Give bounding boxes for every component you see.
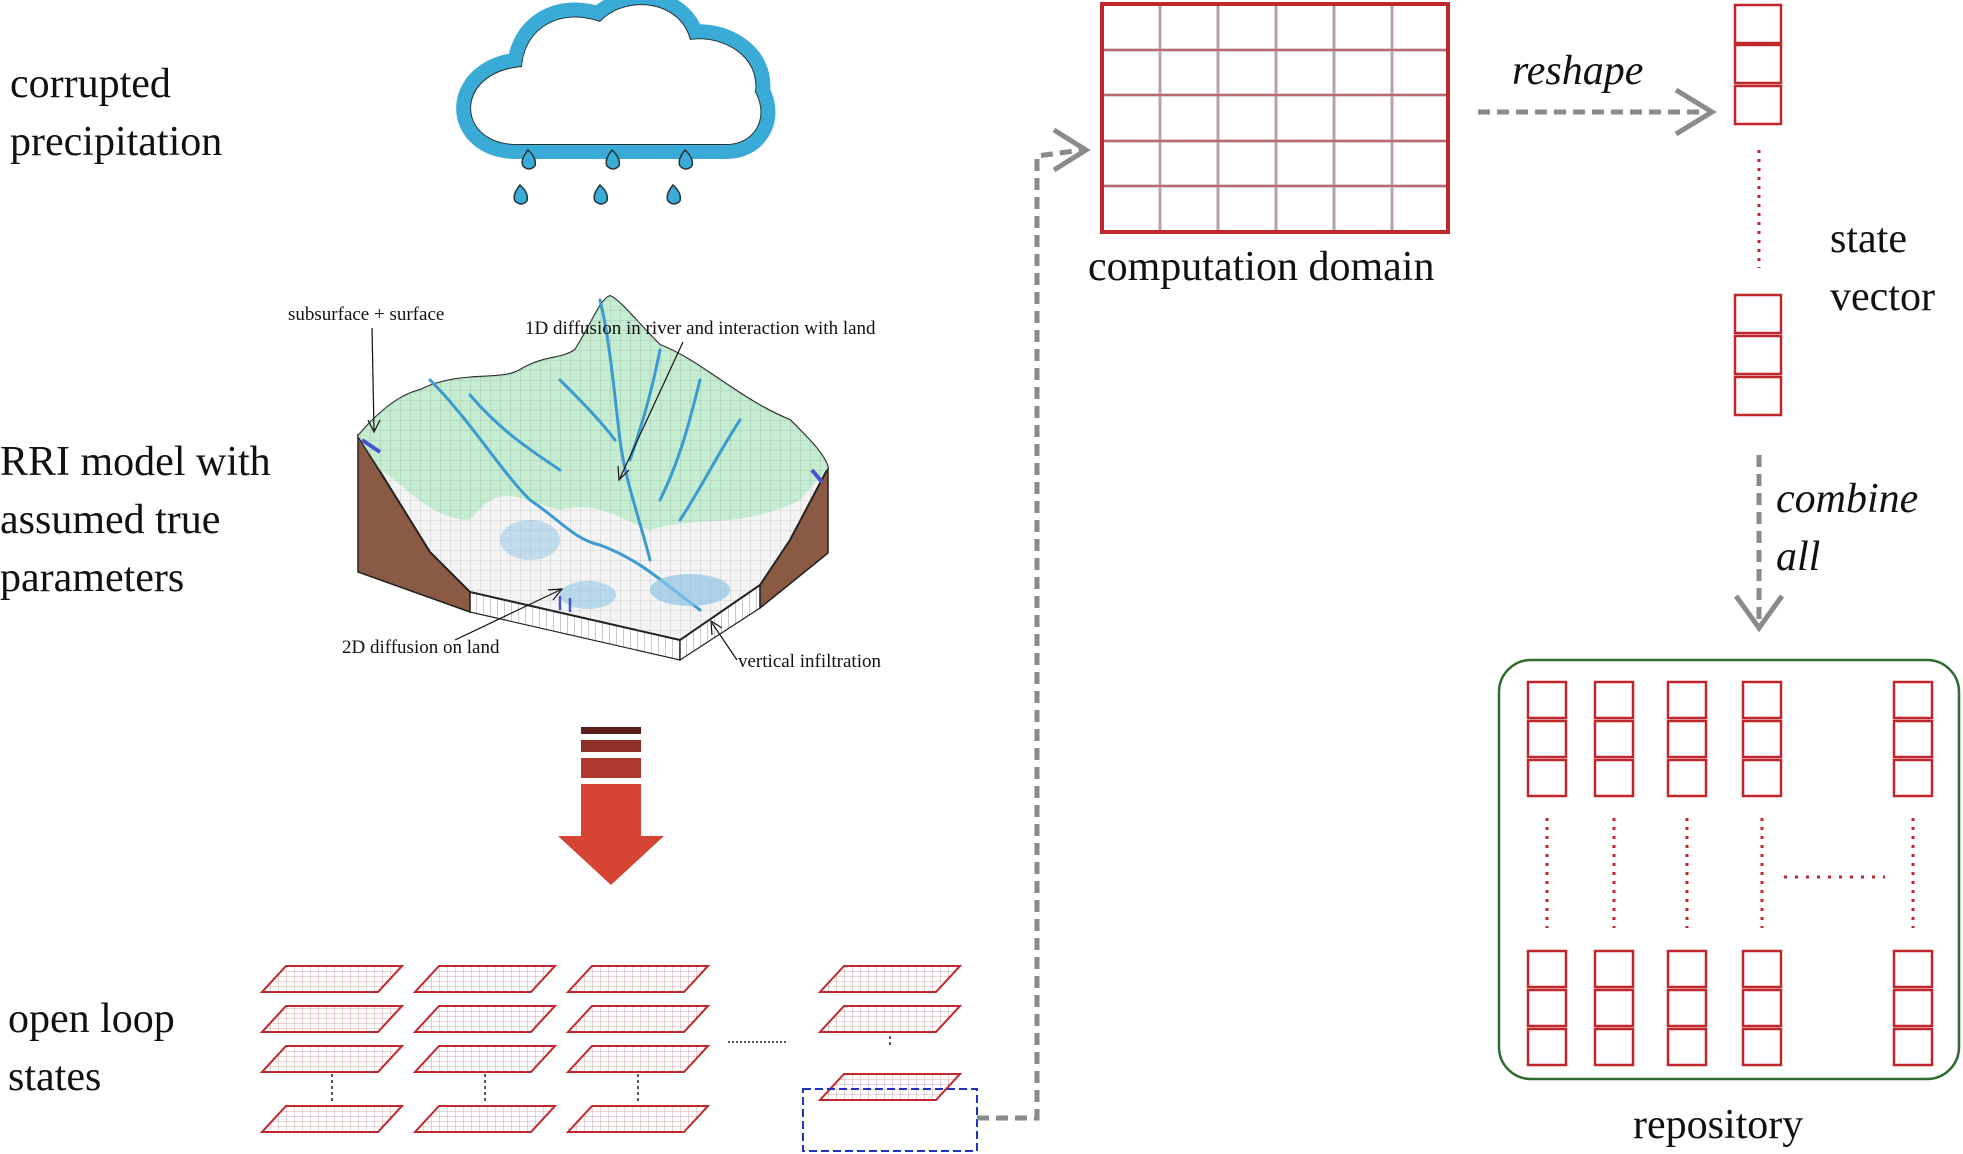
precip-label: corrupted precipitation — [10, 61, 222, 165]
combine-label: combine all — [1776, 476, 1918, 580]
svg-text:open loop: open loop — [8, 996, 175, 1042]
svg-text:state: state — [1830, 216, 1907, 262]
state-stack-1 — [259, 965, 405, 1133]
state-stack-4 — [817, 965, 963, 1101]
reshape-arrow — [1478, 87, 1717, 137]
svg-text:parameters: parameters — [0, 555, 184, 601]
state-vector-label: state vector — [1830, 216, 1935, 320]
svg-text:combine: combine — [1776, 476, 1918, 522]
raindrop-icons — [513, 148, 694, 205]
svg-text:assumed true: assumed true — [0, 497, 220, 543]
svg-text:all: all — [1776, 534, 1820, 580]
openloop-label: open loop states — [8, 996, 175, 1100]
reshape-label: reshape — [1512, 48, 1643, 94]
state-vector — [1733, 3, 1783, 417]
combine-arrow — [1733, 455, 1785, 633]
model-label: RRI model with assumed true parameters — [0, 439, 271, 601]
repository-box — [1497, 658, 1961, 1081]
terrain-annotations: subsurface + surface 1D diffusion in riv… — [288, 304, 881, 672]
state-stack-3 — [565, 965, 711, 1133]
domain-label: computation domain — [1088, 244, 1434, 290]
repository-vectors — [1526, 680, 1934, 1067]
open-loop-stacks — [259, 965, 978, 1152]
svg-text:vector: vector — [1830, 274, 1935, 320]
terrain-block-icon — [356, 294, 830, 662]
rain-cloud-icon — [456, 0, 776, 205]
repository-label: repository — [1633, 1102, 1803, 1148]
svg-text:vertical infiltration: vertical infiltration — [738, 651, 881, 672]
svg-text:1D diffusion in river and inte: 1D diffusion in river and interaction wi… — [525, 318, 876, 339]
svg-text:subsurface + surface: subsurface + surface — [288, 304, 444, 325]
svg-text:corrupted: corrupted — [10, 61, 171, 107]
down-arrow-icon — [558, 727, 664, 885]
svg-text:2D diffusion on land: 2D diffusion on land — [342, 637, 500, 658]
svg-text:RRI model with: RRI model with — [0, 439, 271, 485]
computation-domain-grid — [1100, 2, 1450, 234]
svg-text:precipitation: precipitation — [10, 119, 222, 165]
river-lines — [428, 298, 742, 612]
state-stack-2 — [412, 965, 558, 1133]
connector-to-domain — [977, 127, 1091, 1121]
svg-text:states: states — [8, 1054, 101, 1100]
